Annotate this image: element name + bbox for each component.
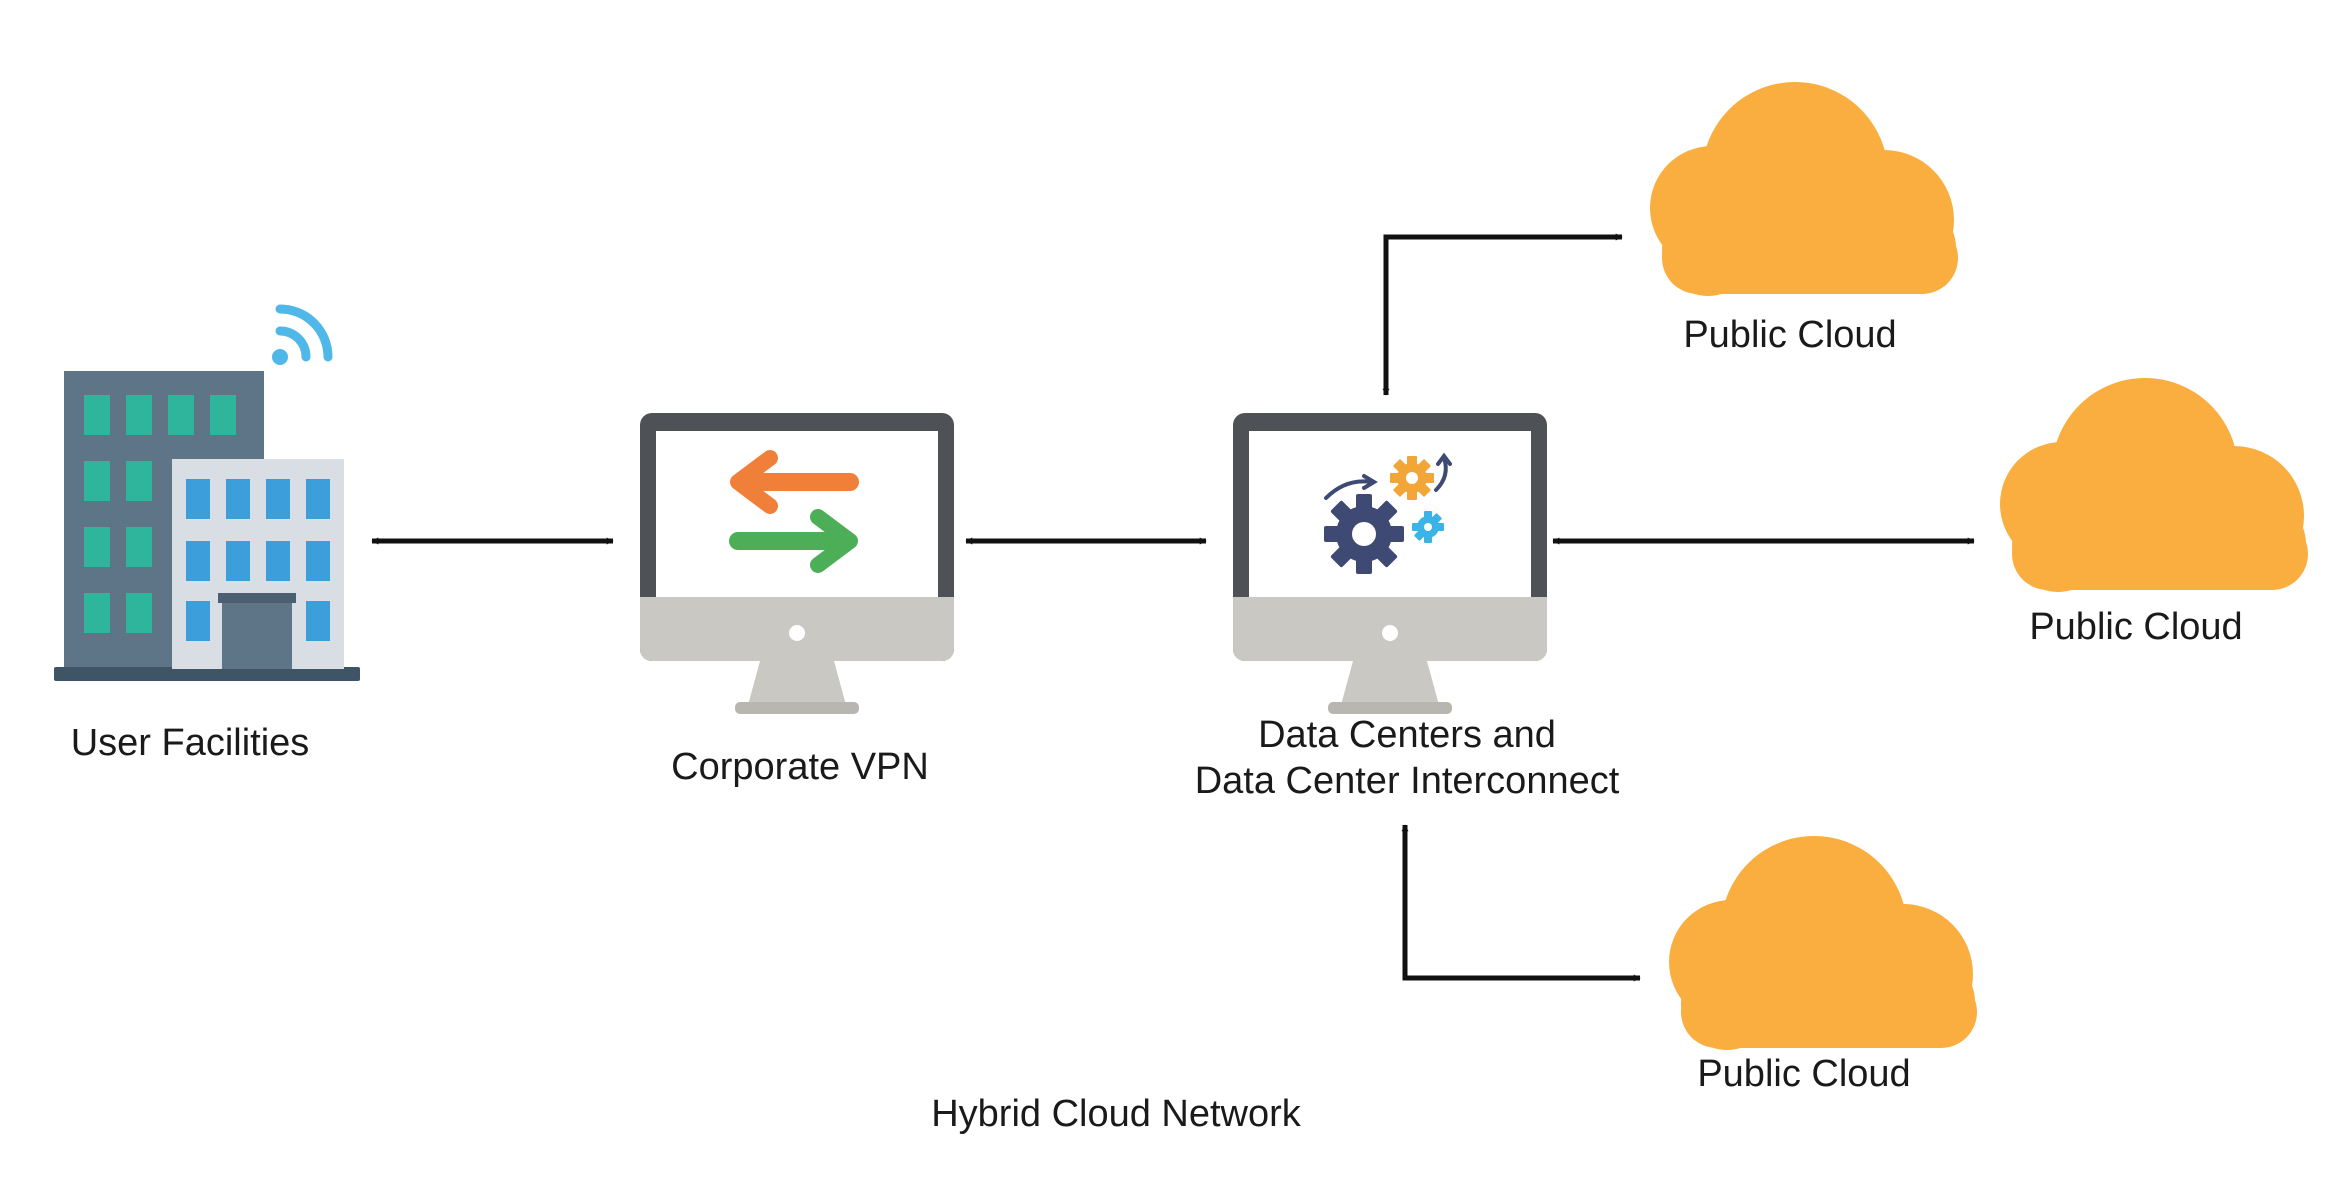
public-cloud-top-label: Public Cloud [1683, 314, 1897, 356]
cloud-icon-right [2000, 378, 2308, 592]
user-facilities-label: User Facilities [70, 722, 310, 764]
wifi-icon [272, 304, 333, 365]
arrow-datacenter-cloud-bottom [1401, 824, 1641, 982]
data-centers-label-line1: Data Centers and [1258, 714, 1556, 756]
cloud-icon-bottom [1669, 836, 1977, 1050]
cloud-icon-top [1650, 82, 1958, 296]
exchange-arrows-icon [729, 450, 859, 573]
gears-icon [1324, 452, 1452, 574]
public-cloud-right-label: Public Cloud [2029, 606, 2243, 648]
data-centers-label-line2: Data Center Interconnect [1194, 760, 1620, 802]
corporate-vpn-label: Corporate VPN [671, 746, 929, 788]
connectors [371, 233, 1975, 982]
office-building-icon [54, 371, 360, 681]
public-cloud-bottom-label: Public Cloud [1697, 1053, 1911, 1095]
diagram-caption: Hybrid Cloud Network [931, 1093, 1301, 1135]
arrow-datacenter-cloud-top [1382, 233, 1623, 396]
data-centers-label: Data Centers and Data Center Interconnec… [1195, 712, 1620, 804]
monitor-icon [640, 413, 954, 714]
